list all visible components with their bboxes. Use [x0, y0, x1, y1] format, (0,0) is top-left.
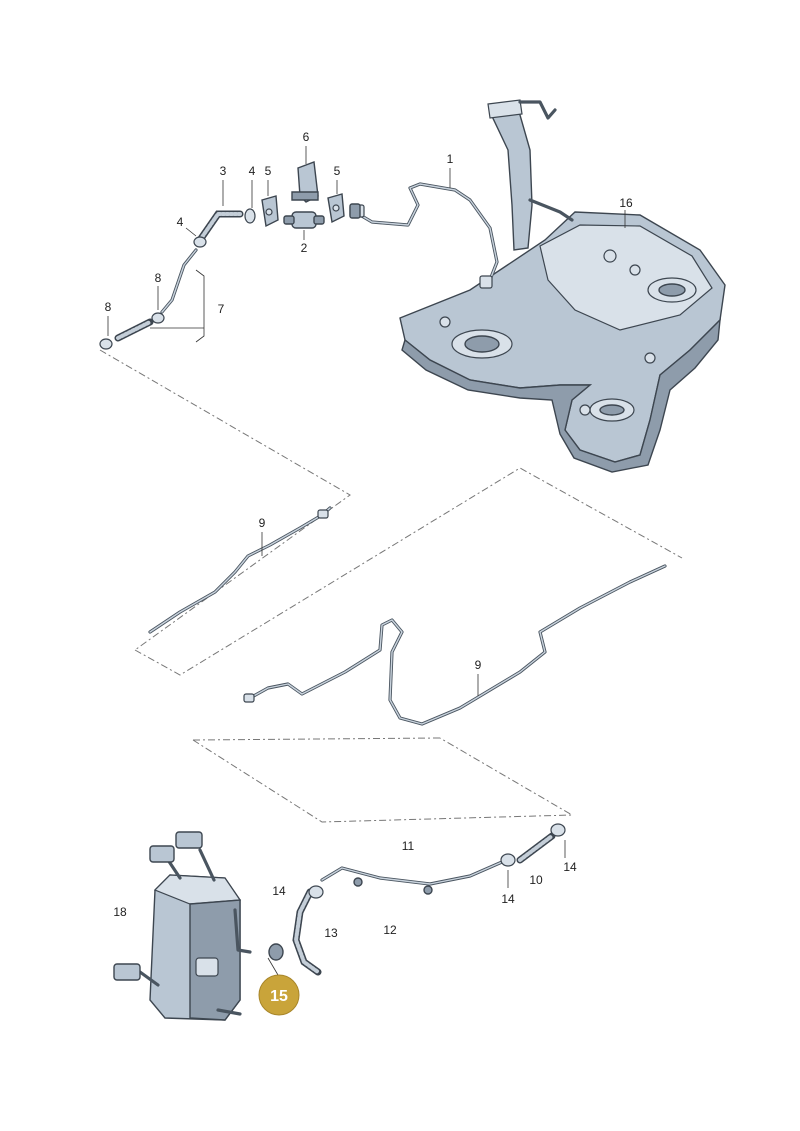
callout-6: 6	[303, 130, 310, 144]
callout-14-right: 14	[563, 860, 577, 874]
highlight-badge-label: 15	[270, 988, 288, 1005]
hose-clamp[interactable]	[268, 943, 284, 961]
callout-1: 1	[447, 152, 454, 166]
callout-5-right: 5	[334, 164, 341, 178]
fuel-tank[interactable]	[399, 99, 726, 473]
callout-9-lower: 9	[475, 658, 482, 672]
callout-9-upper: 9	[259, 516, 266, 530]
callout-12: 12	[383, 923, 397, 937]
outline-upper	[99, 349, 351, 651]
outline-middle	[134, 467, 683, 676]
corrugated-hose[interactable]	[99, 312, 165, 350]
callout-16: 16	[619, 196, 633, 210]
callout-18: 18	[113, 905, 127, 919]
highlight-badge-circle	[258, 974, 300, 1016]
callout-5-left: 5	[265, 164, 272, 178]
callout-7: 7	[218, 302, 225, 316]
callout-11: 11	[402, 839, 415, 853]
mounting-bracket[interactable]	[291, 161, 319, 203]
callout-3: 3	[220, 164, 227, 178]
auxiliary-heater[interactable]	[113, 831, 252, 1021]
callout-14-left: 14	[272, 884, 286, 898]
leader-lines	[107, 146, 626, 888]
callout-13: 13	[324, 926, 338, 940]
inline-filter[interactable]	[283, 211, 325, 229]
ring-seal[interactable]	[244, 208, 256, 224]
callout-8-upper: 8	[155, 271, 162, 285]
vent-line[interactable]	[349, 182, 499, 289]
heater-hoses[interactable]	[292, 823, 566, 976]
callout-2: 2	[301, 241, 308, 255]
callout-4-left: 4	[177, 215, 184, 229]
callout-14-middle: 14	[501, 892, 515, 906]
highlight-badge-15[interactable]: 15	[258, 957, 300, 1016]
callout-labels: 1 2 3 4 4 5 5 6 7 8 8 9 9 10 11 12 13 14…	[105, 130, 633, 940]
clips[interactable]	[261, 193, 361, 228]
fuel-line-lower[interactable]	[243, 564, 667, 726]
upper-hose[interactable]	[160, 210, 244, 314]
fuel-line-upper[interactable]	[148, 506, 332, 634]
outline-lower	[192, 737, 574, 823]
callout-10: 10	[529, 873, 543, 887]
group-bracket	[195, 269, 205, 343]
callout-8-lower: 8	[105, 300, 112, 314]
callout-4-right: 4	[249, 164, 256, 178]
